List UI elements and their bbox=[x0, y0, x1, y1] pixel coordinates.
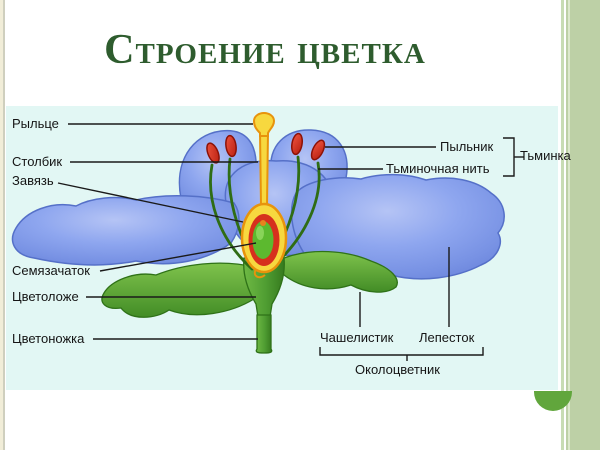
ovule-shape bbox=[252, 221, 274, 259]
stigma-shape bbox=[252, 111, 276, 137]
label-receptacle: Цветоложе bbox=[12, 289, 79, 304]
label-perianth: Околоцветник bbox=[355, 362, 440, 377]
slide-left-border-line bbox=[3, 0, 5, 450]
pistil bbox=[240, 111, 288, 279]
label-ovary: Завязь bbox=[12, 173, 54, 188]
slide-title: Строение цветка bbox=[104, 27, 426, 73]
stem-shape bbox=[255, 314, 273, 354]
style-shape bbox=[258, 131, 270, 207]
sepal-left bbox=[101, 262, 263, 318]
ovary-curl bbox=[253, 268, 266, 279]
label-sepal: Чашелистик bbox=[320, 330, 394, 345]
slide-right-border-highlight bbox=[568, 0, 570, 450]
slide-ornament-half-circle bbox=[534, 391, 572, 411]
label-pedicel: Цветоножка bbox=[12, 331, 85, 346]
pointer-lines bbox=[57, 123, 524, 361]
flower-illustration bbox=[11, 111, 524, 361]
label-stamen: Тьминка bbox=[520, 148, 571, 163]
label-stigma: Рыльце bbox=[12, 116, 59, 131]
label-style: Столбик bbox=[12, 154, 63, 169]
slide-right-border-line bbox=[561, 0, 564, 450]
slide-left-border bbox=[0, 0, 3, 450]
slide-right-border bbox=[566, 0, 600, 450]
label-filament: Тьминочная нить bbox=[386, 161, 490, 176]
label-anther: Пыльник bbox=[440, 139, 494, 154]
ovule-highlight bbox=[256, 226, 264, 240]
flower-diagram: Рыльце Столбик Завязь Семязачаток Цветол… bbox=[6, 106, 571, 390]
petal-left bbox=[11, 194, 240, 266]
label-ovule: Семязачаток bbox=[12, 263, 90, 278]
label-petal: Лепесток bbox=[419, 330, 475, 345]
anthers bbox=[206, 132, 326, 164]
stamen-bracket bbox=[503, 137, 515, 177]
ovule-attachment-dot bbox=[260, 220, 266, 226]
perianth-bracket bbox=[319, 347, 484, 356]
